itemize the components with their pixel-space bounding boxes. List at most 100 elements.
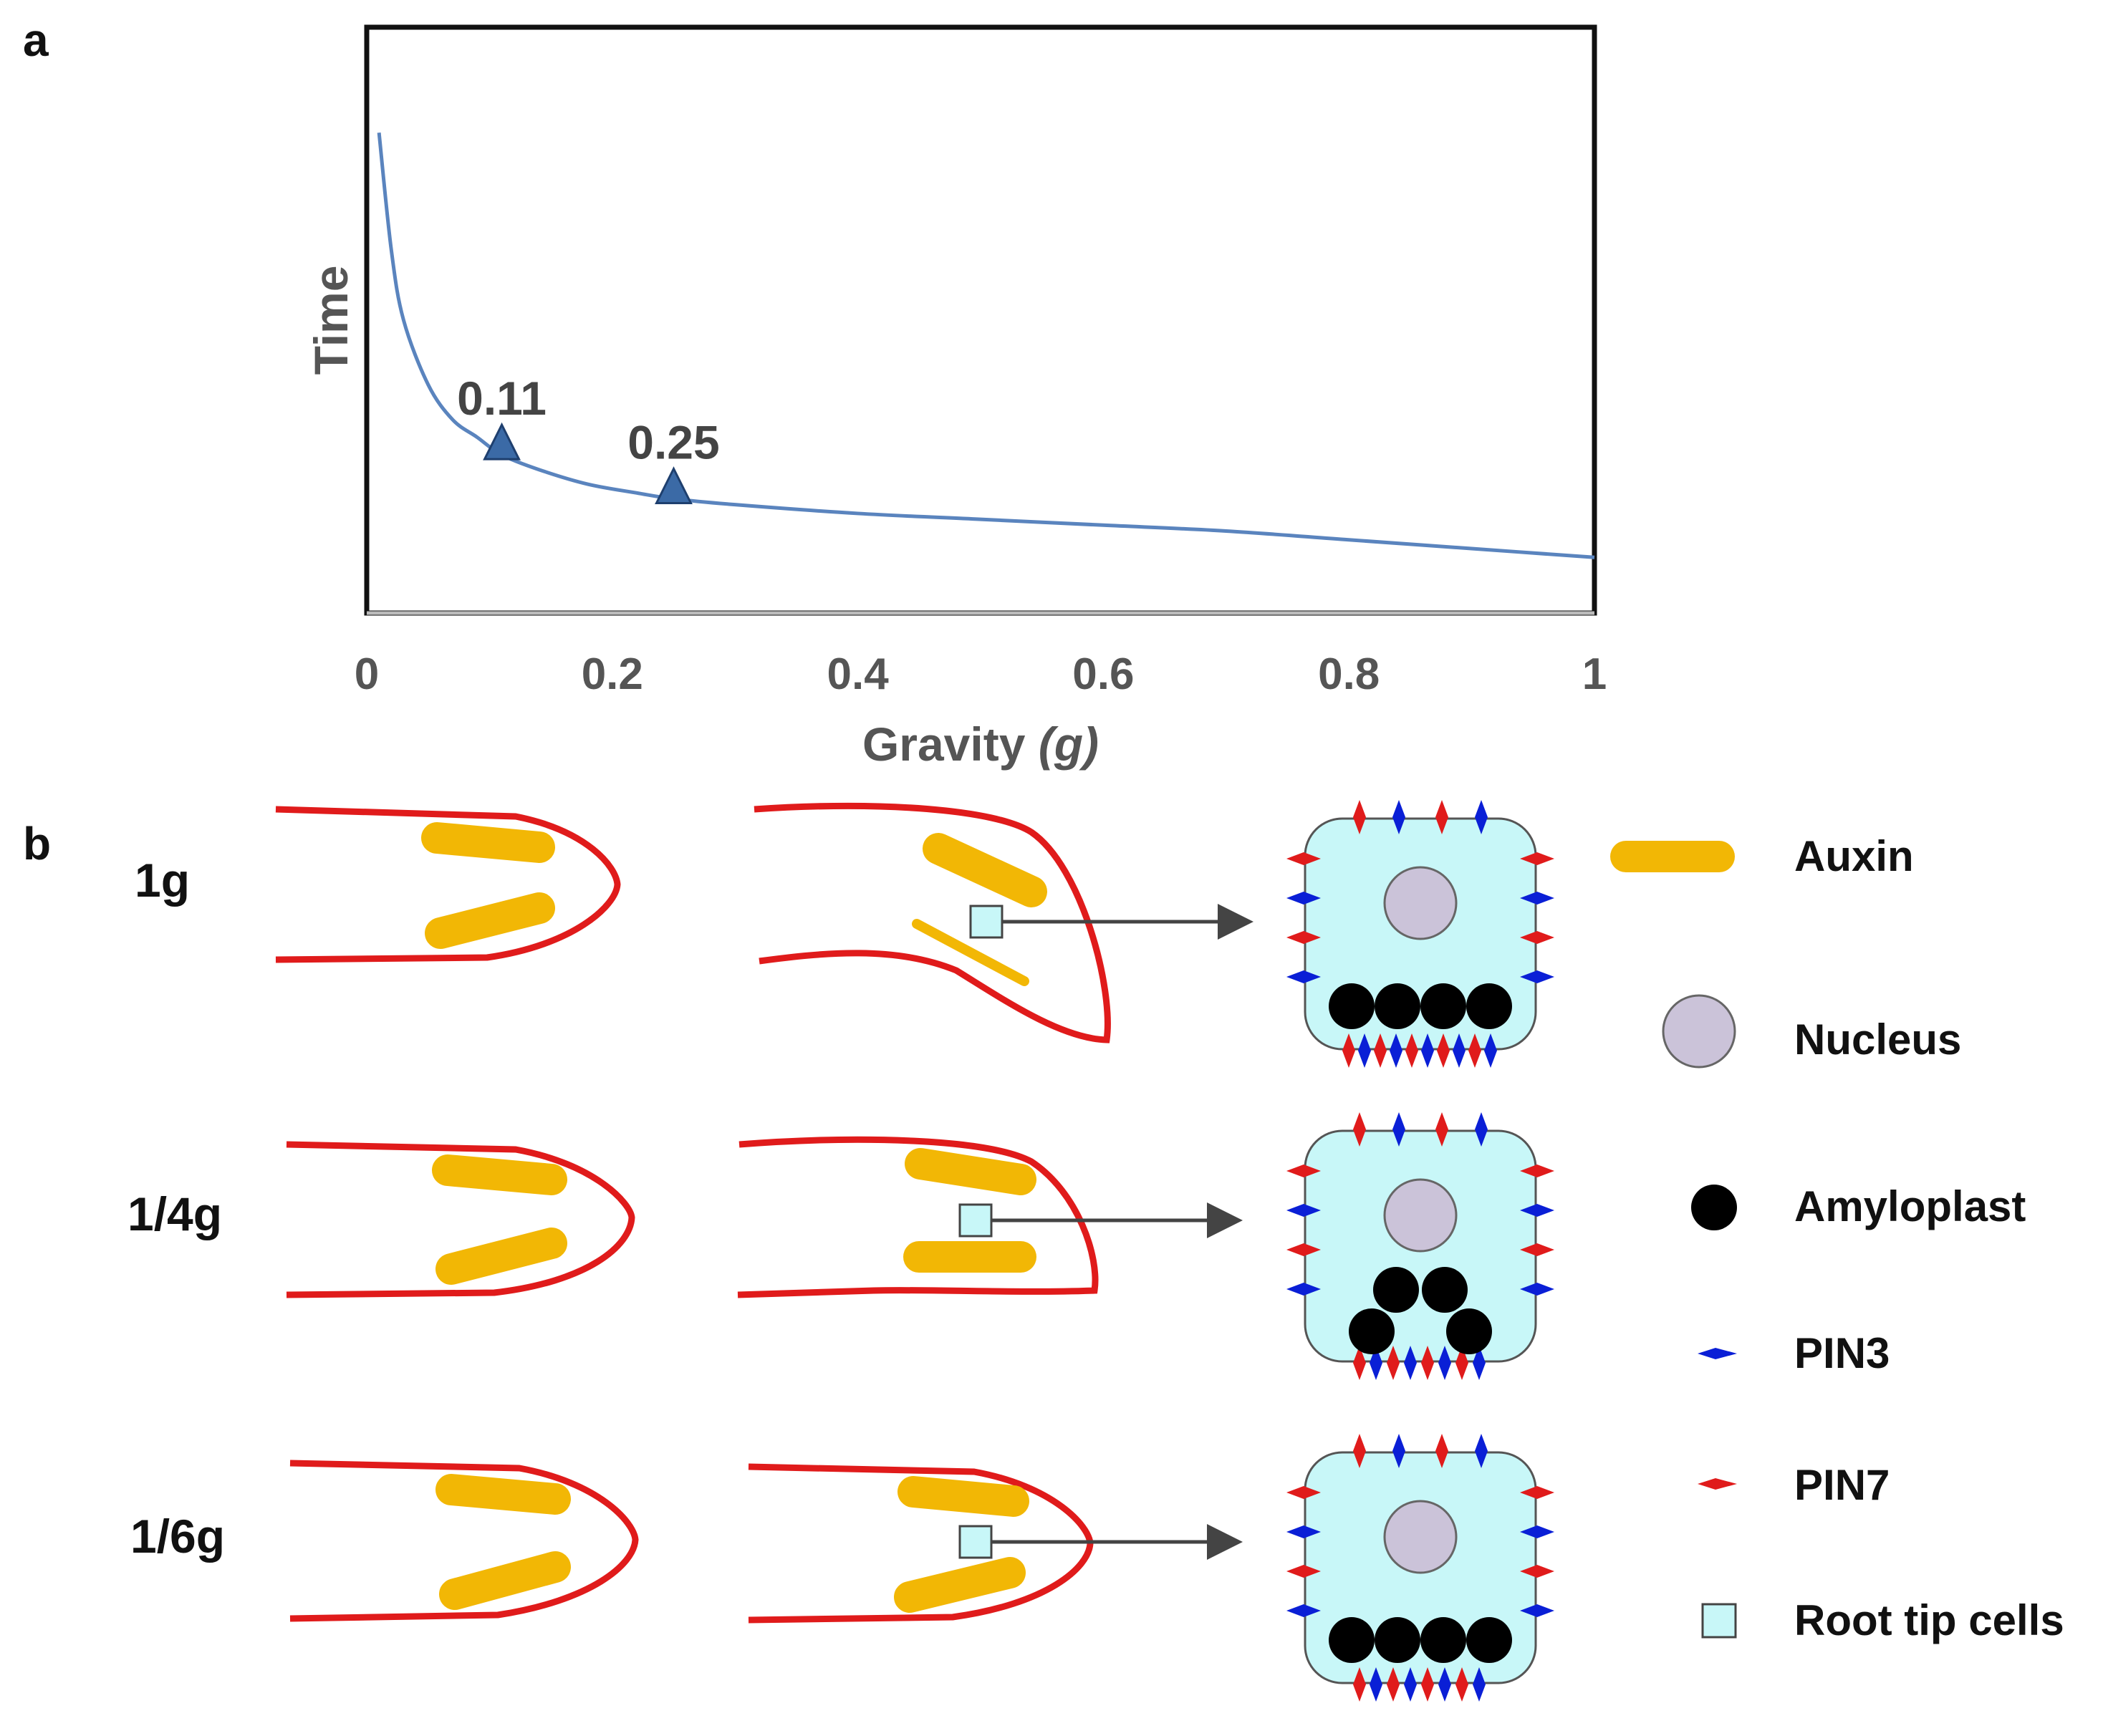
- row-1-6g: [289, 1434, 1554, 1702]
- nucleus: [1383, 1178, 1458, 1253]
- pin7-icon: [1387, 1667, 1400, 1702]
- pin7-icon: [1435, 800, 1448, 834]
- root-gravistimulated: [737, 1136, 1243, 1298]
- pin3-icon: [1473, 1667, 1486, 1702]
- row-label-1-6g: 1/6g: [130, 1510, 225, 1563]
- pin7-icon: [1435, 1434, 1448, 1468]
- pin7-icon: [1520, 1164, 1554, 1177]
- legend-label-pin7: PIN7: [1794, 1461, 1890, 1509]
- pin7-diamond-icon: [1698, 1478, 1737, 1490]
- pin7-icon: [1286, 1164, 1321, 1177]
- pin7-icon: [1455, 1667, 1468, 1702]
- pin3-icon: [1358, 1033, 1371, 1068]
- pin3-icon: [1390, 1033, 1402, 1068]
- pin7-icon: [1468, 1033, 1481, 1068]
- pin7-icon: [1342, 1033, 1355, 1068]
- x-tick-label: 0.6: [1072, 650, 1134, 699]
- pin3-icon: [1438, 1346, 1451, 1380]
- auxin-band: [435, 1474, 571, 1515]
- legend-item-pin3: PIN3: [1698, 1329, 1890, 1377]
- nucleus: [1383, 866, 1458, 940]
- auxin-band: [425, 892, 555, 949]
- plot-frame: [364, 24, 1597, 616]
- amyloplast: [1466, 1617, 1512, 1663]
- legend-item-amyloplast: Amyloplast: [1691, 1182, 2026, 1230]
- diagram-panel-b: 1g 1/4g 1/6g: [127, 800, 2064, 1702]
- x-tick-label: 0.8: [1318, 650, 1380, 699]
- pin3-icon: [1286, 970, 1321, 983]
- root-tip-cell-1-4g: [1286, 1112, 1554, 1380]
- pin3-icon: [1520, 892, 1554, 905]
- legend-label-pin3: PIN3: [1794, 1329, 1890, 1377]
- amyloplast-dot-icon: [1691, 1185, 1737, 1230]
- marker-value-label: 0.11: [457, 372, 547, 425]
- root-tip-cell-1g: [1286, 800, 1554, 1068]
- nucleus-circle-icon: [1662, 994, 1736, 1069]
- pin7-icon: [1286, 931, 1321, 944]
- legend-item-nucleus: Nucleus: [1662, 994, 1961, 1069]
- pin3-icon: [1404, 1667, 1417, 1702]
- pin7-icon: [1421, 1346, 1434, 1380]
- pin3-icon: [1453, 1033, 1466, 1068]
- data-markers: 0.11 0.25: [457, 372, 720, 504]
- auxin-band: [905, 1148, 1036, 1195]
- pin7-icon: [1405, 1033, 1418, 1068]
- legend-label-auxin: Auxin: [1794, 832, 1914, 880]
- pin3-icon: [1286, 1604, 1321, 1617]
- pin7-icon: [1520, 1243, 1554, 1256]
- auxin-band: [923, 833, 1047, 907]
- pin3-icon: [1438, 1667, 1451, 1702]
- amyloplast: [1420, 1617, 1466, 1663]
- amyloplast: [1349, 1308, 1395, 1354]
- root-vertical: [286, 1141, 635, 1298]
- pin7-icon: [1455, 1346, 1468, 1380]
- pin3-icon: [1370, 1667, 1382, 1702]
- pin7-icon: [1387, 1346, 1400, 1380]
- pin3-icon: [1520, 1204, 1554, 1217]
- amyloplast: [1422, 1267, 1468, 1313]
- x-tick-label: 0.2: [582, 650, 643, 699]
- amyloplast: [1373, 1267, 1419, 1313]
- x-tick-label: 0.4: [827, 650, 889, 699]
- pin7-icon: [1520, 931, 1554, 944]
- x-tick-label: 0: [355, 650, 379, 699]
- nucleus: [1383, 1500, 1458, 1574]
- marker-value-label: 0.25: [627, 415, 719, 468]
- pin7-icon: [1286, 852, 1321, 865]
- pin3-icon: [1475, 1434, 1488, 1468]
- pin3-icon: [1520, 970, 1554, 983]
- pin3-icon: [1286, 892, 1321, 905]
- row-1-4g: [286, 1112, 1554, 1380]
- root-outline: [754, 802, 1111, 1043]
- auxin-band: [435, 1228, 567, 1285]
- amyloplast: [1466, 983, 1512, 1029]
- legend-label-amyloplast: Amyloplast: [1794, 1182, 2026, 1230]
- pin7-icon: [1520, 1486, 1554, 1499]
- y-axis-label: Time: [304, 266, 357, 375]
- pin3-icon: [1475, 1112, 1488, 1147]
- data-series-line: [377, 132, 1595, 559]
- legend-item-auxin: Auxin: [1610, 832, 1914, 880]
- pin7-icon: [1520, 1565, 1554, 1578]
- pin3-icon: [1392, 1112, 1405, 1147]
- pin3-icon: [1404, 1346, 1417, 1380]
- triangle-marker: [655, 466, 693, 504]
- root-outline: [286, 1141, 635, 1298]
- pin7-icon: [1286, 1565, 1321, 1578]
- pin7-icon: [1353, 1346, 1366, 1380]
- root-vertical: [289, 1460, 639, 1622]
- auxin-band: [894, 1557, 1026, 1613]
- pin3-icon: [1473, 1346, 1486, 1380]
- root-tip-cell-square-icon: [1701, 1603, 1737, 1639]
- root-tip-cell-marker: [958, 1203, 993, 1238]
- auxin-band: [421, 822, 555, 863]
- panel-letter-a: a: [23, 14, 49, 66]
- pin3-icon: [1392, 1434, 1405, 1468]
- panel-letter-b: b: [23, 818, 51, 869]
- legend-item-pin7: PIN7: [1698, 1461, 1890, 1509]
- pin7-icon: [1353, 1112, 1366, 1147]
- amyloplast: [1375, 1617, 1420, 1663]
